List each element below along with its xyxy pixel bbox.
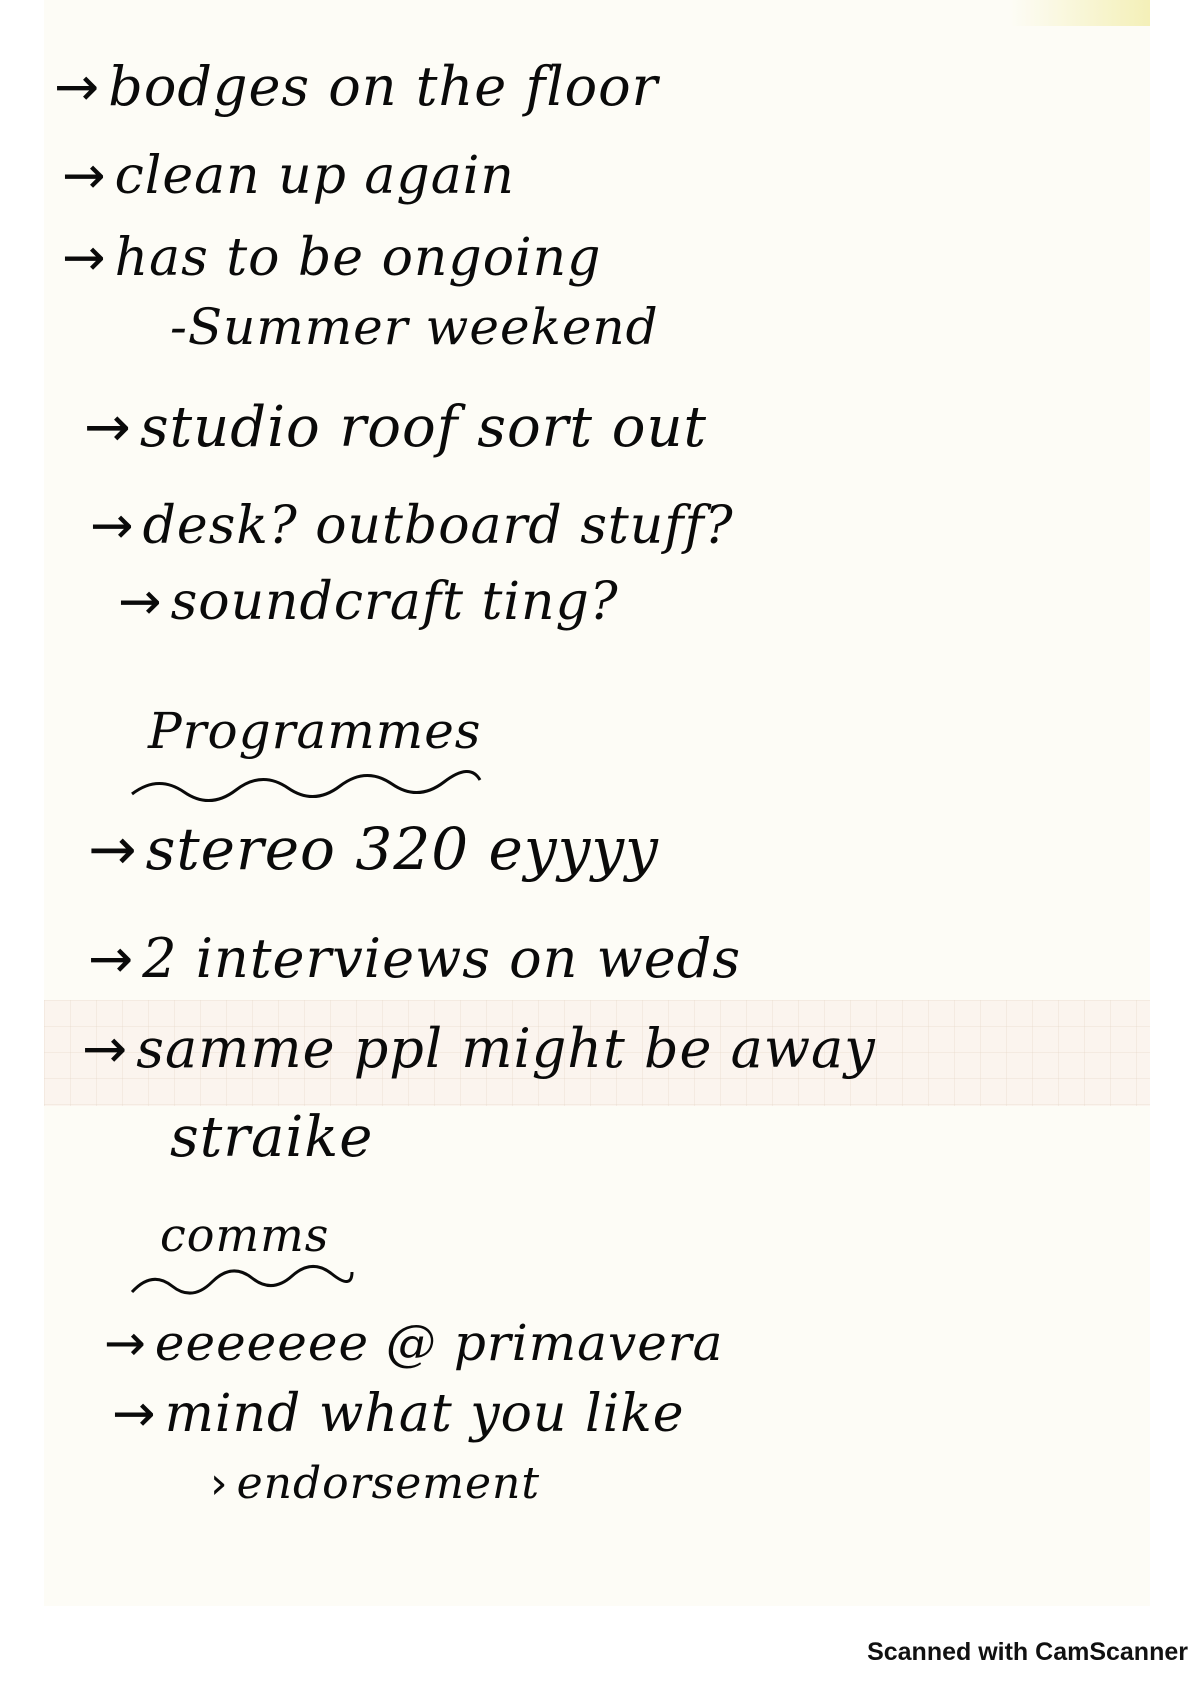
note-text: studio roof sort out xyxy=(139,395,708,460)
note-text: mind what you like xyxy=(164,1384,685,1444)
note-line: →has to be ongoing xyxy=(62,232,601,284)
note-line: →bodges on the floor xyxy=(54,60,658,114)
note-line: ›endorsement xyxy=(210,1462,540,1506)
wavy-underline-icon xyxy=(130,1265,354,1295)
arrow-icon: → xyxy=(82,1017,129,1080)
note-text: desk? outboard stuff? xyxy=(142,496,734,556)
note-text: soundcraft ting? xyxy=(170,572,619,632)
note-line: →samme ppl might be away xyxy=(82,1022,876,1076)
note-line: →desk? outboard stuff? xyxy=(90,500,734,552)
note-text: straike xyxy=(170,1105,374,1170)
heading-text: comms xyxy=(160,1208,330,1262)
note-text: clean up again xyxy=(114,146,515,206)
note-text: eeeeeee @ primavera xyxy=(154,1314,724,1372)
arrow-icon: → xyxy=(104,1314,147,1372)
arrow-icon: → xyxy=(54,55,101,118)
note-text: 2 interviews on weds xyxy=(142,927,742,990)
note-line: →clean up again xyxy=(62,150,515,202)
arrow-icon: → xyxy=(118,572,163,632)
paper-edge-tint xyxy=(1010,0,1150,26)
note-line: →stereo 320 eyyyy xyxy=(88,820,659,878)
paper-grid-band xyxy=(44,1000,1150,1106)
note-text: bodges on the floor xyxy=(108,55,659,118)
note-text: samme ppl might be away xyxy=(136,1017,876,1080)
note-line: →soundcraft ting? xyxy=(118,576,619,628)
note-text: has to be ongoing xyxy=(114,228,602,288)
arrow-icon: → xyxy=(90,496,135,556)
section-heading-programmes: Programmes xyxy=(148,706,481,756)
arrow-icon: → xyxy=(62,228,107,288)
paper-sheet xyxy=(44,0,1150,1606)
arrow-icon: → xyxy=(84,395,132,460)
arrow-icon: → xyxy=(62,146,107,206)
arrow-icon: → xyxy=(88,815,138,883)
note-line: straike xyxy=(170,1110,373,1166)
note-text: -Summer weekend xyxy=(170,298,659,356)
note-line: →eeeeeee @ primavera xyxy=(104,1318,724,1368)
arrow-icon: → xyxy=(88,927,135,990)
note-line: →studio roof sort out xyxy=(84,400,707,456)
note-line: →mind what you like xyxy=(112,1388,685,1440)
heading-text: Programmes xyxy=(148,702,482,760)
note-line: -Summer weekend xyxy=(170,302,659,352)
scanner-watermark: Scanned with CamScanner xyxy=(867,1638,1188,1666)
sub-arrow-icon: › xyxy=(210,1458,229,1509)
arrow-icon: → xyxy=(112,1384,157,1444)
note-line: →2 interviews on weds xyxy=(88,932,741,986)
wavy-underline-icon xyxy=(131,770,482,802)
section-heading-comms: comms xyxy=(160,1212,329,1258)
note-text: stereo 320 eyyyy xyxy=(145,815,659,883)
note-text: endorsement xyxy=(236,1458,541,1509)
